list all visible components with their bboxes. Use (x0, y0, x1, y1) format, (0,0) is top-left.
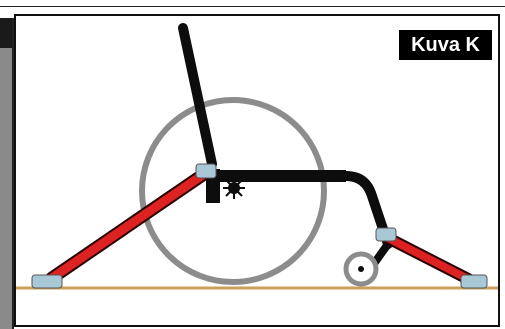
rear-tipper-cap-top (196, 164, 216, 178)
left-photo-strip (0, 18, 14, 329)
wheelchair-illustration (16, 16, 498, 325)
top-border (0, 0, 505, 7)
rear-tipper-cap-foot (32, 275, 62, 288)
left-photo-strip-top (0, 18, 12, 48)
backrest-post (183, 28, 212, 164)
front-tipper-cap-foot (461, 275, 487, 288)
front-anti-tipper-fill (386, 237, 474, 282)
front-tipper-cap-top (376, 228, 396, 241)
axle-hub-icon (223, 177, 245, 199)
caster-hub (358, 266, 364, 272)
